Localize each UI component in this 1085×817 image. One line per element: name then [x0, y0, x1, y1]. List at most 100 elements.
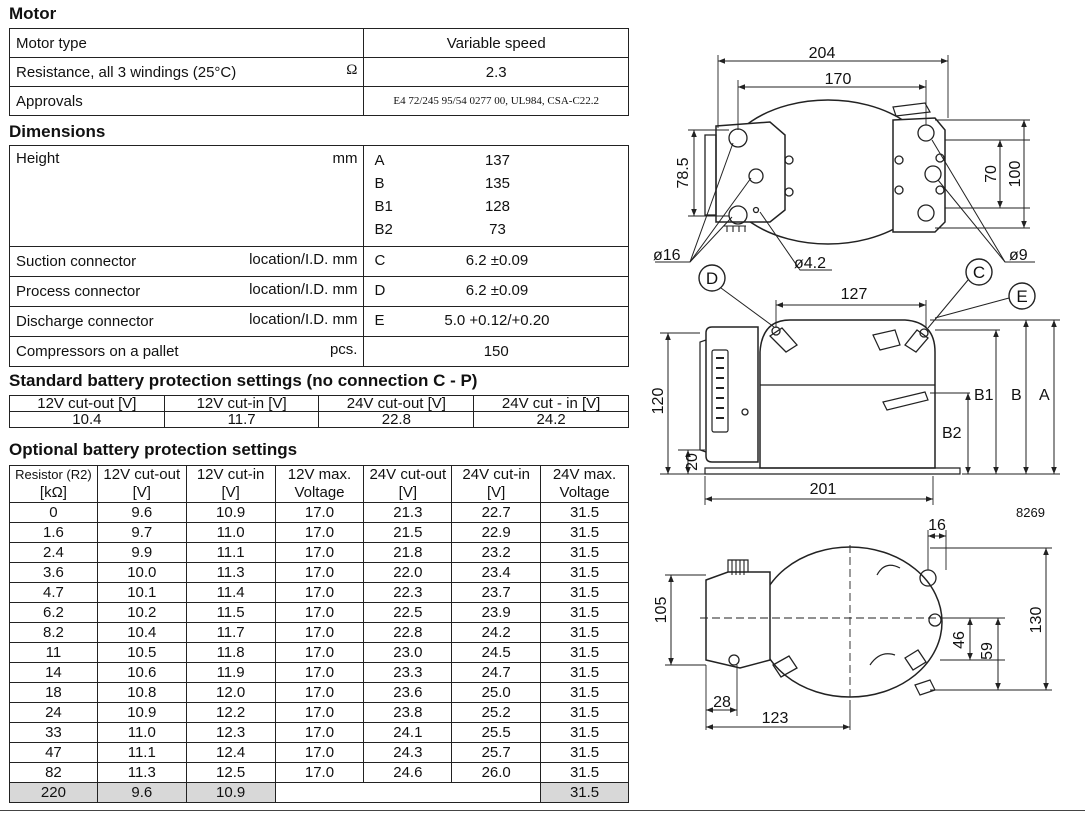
optional-cell: 47 [9, 742, 98, 763]
standard-header-row: 12V cut-out [V] 12V cut-in [V] 24V cut-o… [9, 395, 629, 412]
compressor-drawing: 204 170 78.5 70 100 ø16 ø4.2 ø9 [650, 45, 1060, 730]
optional-cell: 23.4 [451, 562, 542, 583]
height-values: 137 135 128 73 [464, 149, 530, 241]
optional-header-cell: 24V max.Voltage [540, 465, 629, 503]
dim-46: 46 [951, 631, 968, 649]
optional-cell: 23.3 [363, 662, 453, 683]
optional-cell: 22.0 [363, 562, 453, 583]
motor-heading: Motor [9, 4, 57, 23]
optional-cell: 10.5 [96, 642, 187, 663]
hole-9-label: ø9 [1009, 247, 1028, 264]
dim-130: 130 [1028, 607, 1045, 634]
optional-cell: 23.7 [451, 582, 542, 603]
discharge-value: 5.0 +0.12/+0.20 [444, 312, 550, 329]
optional-cell: 24.7 [451, 662, 542, 683]
optional-cell: 31.5 [540, 702, 629, 723]
optional-cell: 10.9 [185, 782, 276, 803]
dim-b1: B1 [974, 387, 994, 404]
optional-cell: 23.6 [363, 682, 453, 703]
optional-cell: 0 [9, 502, 98, 523]
process-unit: location/I.D. mm [249, 281, 358, 298]
dim-105: 105 [653, 597, 670, 624]
optional-cell: 17.0 [274, 622, 365, 643]
motor-type-value: Variable speed [363, 28, 629, 58]
optional-cell: 21.5 [363, 522, 453, 543]
process-code: D [374, 282, 386, 299]
optional-header-line1: 12V max. [287, 466, 352, 483]
standard-value-cell: 24.2 [473, 411, 629, 428]
dim-204: 204 [809, 45, 836, 62]
optional-header-cell: 24V cut-in[V] [451, 465, 542, 503]
optional-cell: 24.5 [451, 642, 542, 663]
optional-cell: 17.0 [274, 602, 365, 623]
side-view [660, 258, 1060, 505]
optional-header-line1: Resistor (R2) [15, 467, 92, 482]
optional-cell: 24 [9, 702, 98, 723]
height-unit: mm [332, 150, 358, 167]
optional-cell: 3.6 [9, 562, 98, 583]
optional-cell: 17.0 [274, 502, 365, 523]
optional-cell: 25.7 [451, 742, 542, 763]
discharge-code: E [374, 312, 385, 329]
standard-header-cell: 24V cut-out [V] [318, 395, 475, 412]
optional-cell: 17.0 [274, 722, 365, 743]
optional-header-line2: [V] [486, 484, 506, 501]
optional-cell: 11.3 [185, 562, 276, 583]
height-code-b: B [374, 175, 385, 192]
optional-cell: 14 [9, 662, 98, 683]
optional-header-line2: Voltage [294, 484, 345, 501]
optional-cell: 21.8 [363, 542, 453, 563]
height-values-cell: A B B1 B2 137 135 128 73 [363, 145, 629, 247]
optional-cell: 23.2 [451, 542, 542, 563]
dim-b2: B2 [942, 425, 962, 442]
connector-c-label: C [973, 263, 985, 282]
standard-value-row: 10.4 11.7 22.8 24.2 [9, 411, 629, 428]
optional-cell: 31.5 [540, 522, 629, 543]
suction-label: Suction connector [16, 253, 137, 270]
optional-cell: 11.1 [185, 542, 276, 563]
dim-70: 70 [983, 165, 1000, 183]
optional-cell: 31.5 [540, 622, 629, 643]
dimensions-heading: Dimensions [9, 122, 106, 141]
height-value-b: 135 [484, 175, 510, 192]
optional-cell: 23.9 [451, 602, 542, 623]
optional-cell: 220 [9, 782, 98, 803]
optional-header-line1: 24V max. [552, 466, 617, 483]
optional-cell: 17.0 [274, 562, 365, 583]
dim-123: 123 [762, 710, 789, 727]
optional-cell-empty [274, 782, 542, 803]
optional-cell: 2.4 [9, 542, 98, 563]
optional-cell: 17.0 [274, 642, 365, 663]
optional-cell: 22.9 [451, 522, 542, 543]
optional-cell: 11.3 [96, 762, 187, 783]
height-value-b2: 73 [489, 221, 506, 238]
optional-cell: 17.0 [274, 522, 365, 543]
height-value-a: 137 [484, 152, 510, 169]
optional-cell: 17.0 [274, 742, 365, 763]
height-value-b1: 128 [484, 198, 510, 215]
optional-cell: 11.5 [185, 602, 276, 623]
optional-cell: 11.1 [96, 742, 187, 763]
optional-cell: 11 [9, 642, 98, 663]
optional-header-cell: 12V max.Voltage [274, 465, 365, 503]
process-value: 6.2 ±0.09 [465, 282, 529, 299]
optional-cell: 31.5 [540, 722, 629, 743]
optional-cell: 24.6 [363, 762, 453, 783]
optional-cell: 31.5 [540, 642, 629, 663]
height-code-b1: B1 [374, 198, 393, 215]
optional-cell: 33 [9, 722, 98, 743]
height-code-b2: B2 [374, 221, 393, 238]
approvals-label: Approvals [8, 86, 365, 116]
optional-cell: 10.8 [96, 682, 187, 703]
pallet-label: Compressors on a pallet [16, 343, 179, 360]
motor-table: Motor type Variable speed Resistance, al… [8, 28, 629, 116]
